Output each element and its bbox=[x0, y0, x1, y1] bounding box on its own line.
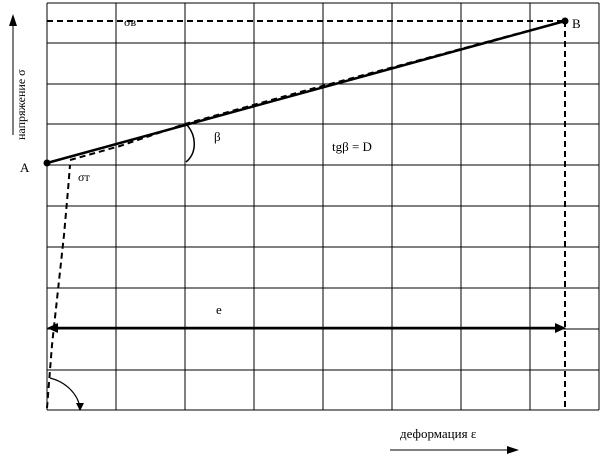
point-b bbox=[561, 17, 569, 25]
line-a-b bbox=[46, 19, 566, 165]
x-axis-arrowhead bbox=[507, 446, 519, 454]
origin-angle-arrowhead bbox=[76, 403, 84, 411]
point-a bbox=[43, 159, 51, 167]
dashed-guides bbox=[46, 20, 566, 410]
beta-angle-arc bbox=[185, 123, 195, 163]
y-axis-label: напряжение σ bbox=[14, 69, 28, 140]
sigma-t-label: σт bbox=[78, 170, 90, 184]
plastic-curve-dashed bbox=[69, 20, 566, 161]
formula-label: tgβ = D bbox=[332, 139, 372, 154]
point-a-label: A bbox=[20, 160, 30, 175]
x-axis-label: деформация ε bbox=[400, 426, 477, 441]
grid bbox=[46, 2, 600, 411]
point-b-label: B bbox=[572, 16, 581, 31]
length-e-arrowhead-left bbox=[47, 323, 58, 333]
elastic-curve-dashed bbox=[46, 164, 71, 409]
y-axis-arrowhead bbox=[9, 14, 17, 26]
sigma-b-label: σв bbox=[124, 15, 136, 29]
beta-label: β bbox=[214, 129, 221, 144]
origin-angle-arc bbox=[49, 377, 81, 409]
length-e-arrowhead-right bbox=[555, 323, 566, 333]
length-e-label: е bbox=[216, 302, 222, 317]
